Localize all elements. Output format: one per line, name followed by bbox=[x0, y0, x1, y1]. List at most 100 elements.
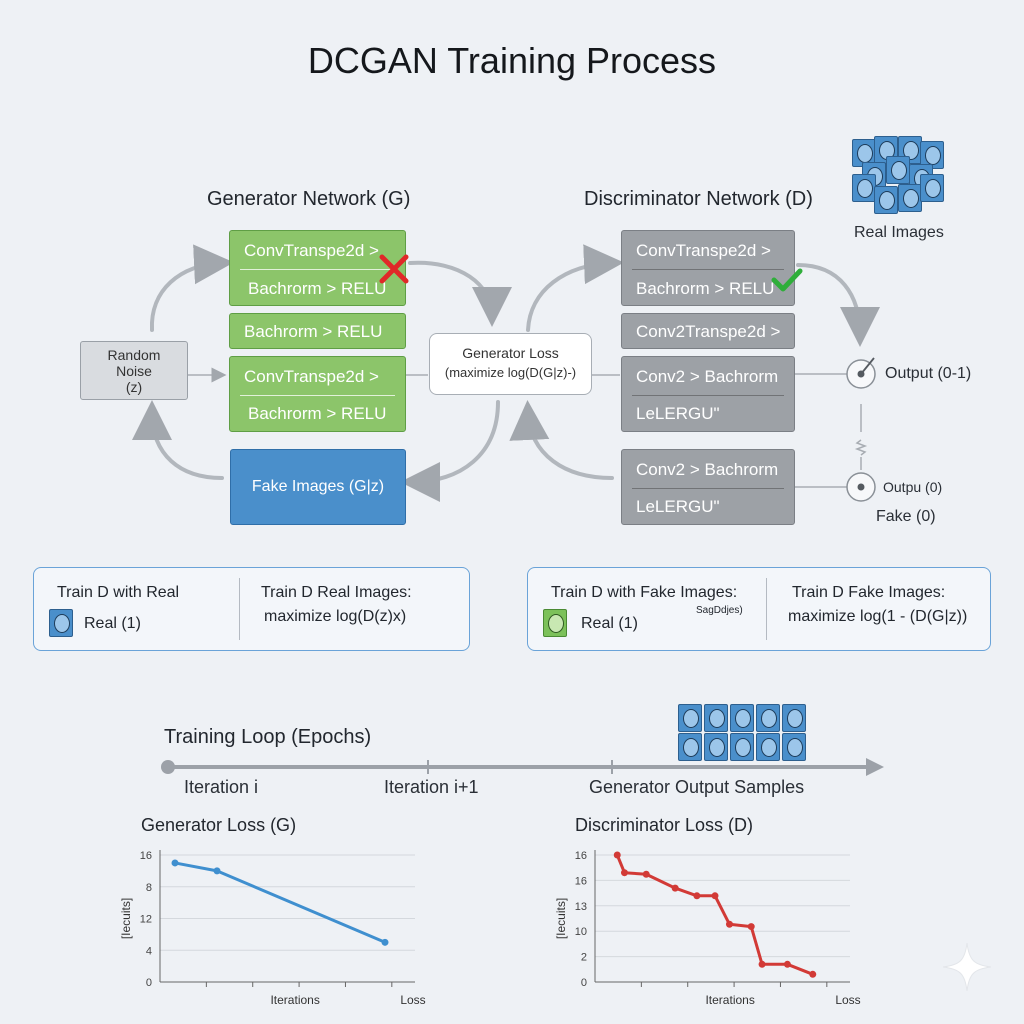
random-noise-line1: Random bbox=[107, 347, 161, 363]
generator-block-2-line1: Bachrorm > RELU bbox=[244, 322, 383, 341]
sparkle-icon bbox=[942, 942, 992, 992]
timeline-arrow bbox=[161, 758, 884, 776]
x-end-label: Loss bbox=[400, 993, 425, 1007]
train-fake-col1-sub: SagDdjes) bbox=[696, 605, 743, 616]
face-thumbnail bbox=[874, 186, 898, 214]
fake-images-box: Fake Images (G|z) bbox=[230, 449, 406, 525]
face-thumbnail bbox=[704, 733, 728, 761]
output-node-icon bbox=[846, 472, 876, 502]
y-tick-label: 0 bbox=[146, 977, 152, 989]
arrow-loss-to-d-top bbox=[526, 244, 624, 332]
y-tick-label: 2 bbox=[581, 952, 587, 964]
discriminator-block-2-line1: Conv2Transpe2d > bbox=[636, 322, 781, 341]
face-thumbnail bbox=[704, 704, 728, 732]
face-thumbnail bbox=[898, 136, 922, 164]
data-point bbox=[613, 851, 621, 859]
face-thumbnail bbox=[730, 704, 754, 732]
y-tick-label: 10 bbox=[575, 926, 587, 938]
generator-loss-line1: Generator Loss bbox=[462, 345, 559, 361]
generator-samples-label: Generator Output Samples bbox=[589, 777, 805, 797]
y-tick-label: 0 bbox=[581, 977, 587, 989]
generator-loss-chart-title: Generator Loss (G) bbox=[141, 815, 297, 835]
train-fake-col1-title: Train D with Fake Images: bbox=[551, 584, 738, 601]
train-real-col2-title: Train D Real Images: bbox=[261, 584, 412, 601]
generator-block-1-divider bbox=[240, 269, 395, 270]
y-tick-label: 16 bbox=[575, 875, 587, 887]
generator-block-3: ConvTranspe2d > Bachrorm > RELU bbox=[229, 356, 406, 432]
train-fake-col2-text: maximize log(1 - (D(G|z)) bbox=[788, 608, 968, 625]
series-line bbox=[174, 861, 386, 944]
y-axis-label: [Iecuits] bbox=[119, 898, 133, 939]
face-thumbnail bbox=[678, 704, 702, 732]
arrow-d-top-to-output bbox=[796, 263, 880, 347]
data-point bbox=[642, 870, 650, 878]
training-loop-title: Training Loop (Epochs) bbox=[164, 726, 372, 748]
arrow-loss-to-fake bbox=[400, 400, 500, 502]
face-thumbnail bbox=[678, 733, 702, 761]
data-point bbox=[747, 923, 755, 931]
discriminator-block-3-line2: LeLERGU" bbox=[636, 404, 720, 423]
data-point bbox=[671, 884, 679, 892]
y-tick-label: 12 bbox=[140, 914, 152, 926]
data-point bbox=[809, 970, 817, 978]
y-tick-label: 8 bbox=[146, 882, 152, 894]
flow-arrows bbox=[132, 244, 880, 502]
discriminator-block-2: Conv2Transpe2d > bbox=[621, 313, 795, 349]
face-thumbnail bbox=[756, 733, 780, 761]
discriminator-block-1-line2: Bachrorm > RELU bbox=[636, 279, 775, 298]
data-point bbox=[693, 892, 701, 900]
data-point bbox=[620, 869, 628, 877]
discriminator-block-4-line1: Conv2 > Bachrorm bbox=[636, 460, 779, 479]
face-thumbnail bbox=[898, 184, 922, 212]
train-real-col1-label: Real (1) bbox=[84, 615, 141, 632]
generator-title: Generator Network (G) bbox=[207, 188, 411, 210]
data-point bbox=[381, 938, 389, 946]
panel-divider bbox=[766, 578, 767, 640]
train-fake-panel: Train D with Fake Images: SagDdjes) Real… bbox=[527, 567, 991, 651]
data-point bbox=[213, 867, 221, 875]
generator-loss-line2: (maximize log(D(G|z)-) bbox=[444, 365, 577, 380]
face-thumbnail bbox=[730, 733, 754, 761]
generator-block-1-line2: Bachrorm > RELU bbox=[248, 279, 387, 298]
train-fake-col1-label: Real (1) bbox=[581, 615, 638, 632]
train-fake-col2-title: Train D Fake Images: bbox=[792, 584, 946, 601]
iteration-i1-label: Iteration i+1 bbox=[384, 777, 479, 797]
data-point bbox=[758, 960, 766, 968]
train-real-col2-text: maximize log(D(z)x) bbox=[264, 608, 407, 625]
connector-resistor bbox=[854, 439, 868, 456]
x-axis-label: Iterations bbox=[705, 993, 754, 1007]
random-noise-line2: Noise bbox=[116, 363, 152, 379]
real-images-stack bbox=[852, 136, 946, 218]
y-tick-label: 16 bbox=[575, 850, 587, 862]
discriminator-block-3-line1: Conv2 > Bachrorm bbox=[636, 367, 779, 386]
data-point bbox=[783, 960, 791, 968]
generator-block-1: ConvTranspe2d > Bachrorm > RELU bbox=[229, 230, 406, 306]
train-real-panel: Train D with Real Real (1) Train D Real … bbox=[33, 567, 470, 651]
check-icon bbox=[771, 268, 803, 292]
data-point bbox=[711, 892, 719, 900]
page-title: DCGAN Training Process bbox=[307, 40, 717, 81]
iteration-i-label: Iteration i bbox=[184, 777, 259, 797]
y-tick-label: 4 bbox=[146, 945, 152, 957]
face-thumbnail bbox=[852, 174, 876, 202]
arrow-noise-to-g-top bbox=[149, 244, 234, 332]
gauge-icon bbox=[846, 357, 876, 389]
face-thumbnail bbox=[756, 704, 780, 732]
discriminator-title: Discriminator Network (D) bbox=[584, 188, 813, 210]
discriminator-block-1-divider bbox=[632, 269, 784, 270]
discriminator-loss-chart-title: Discriminator Loss (D) bbox=[575, 815, 754, 835]
arrow-d-bottom-to-loss bbox=[509, 400, 614, 480]
y-axis-label: [Iecuits] bbox=[554, 898, 568, 939]
discriminator-block-3-divider bbox=[632, 395, 784, 396]
x-end-label: Loss bbox=[835, 993, 860, 1007]
real-images-label: Real Images bbox=[854, 224, 944, 241]
random-noise-line3: (z) bbox=[125, 379, 143, 395]
generator-block-1-line1: ConvTranspe2d > bbox=[244, 241, 379, 260]
discriminator-block-4: Conv2 > Bachrorm LeLERGU" bbox=[621, 449, 795, 525]
face-thumbnail bbox=[782, 704, 806, 732]
face-thumbnail bbox=[782, 733, 806, 761]
train-real-col1-title: Train D with Real bbox=[57, 584, 180, 601]
arrow-g-bottom-to-noise bbox=[132, 400, 224, 480]
